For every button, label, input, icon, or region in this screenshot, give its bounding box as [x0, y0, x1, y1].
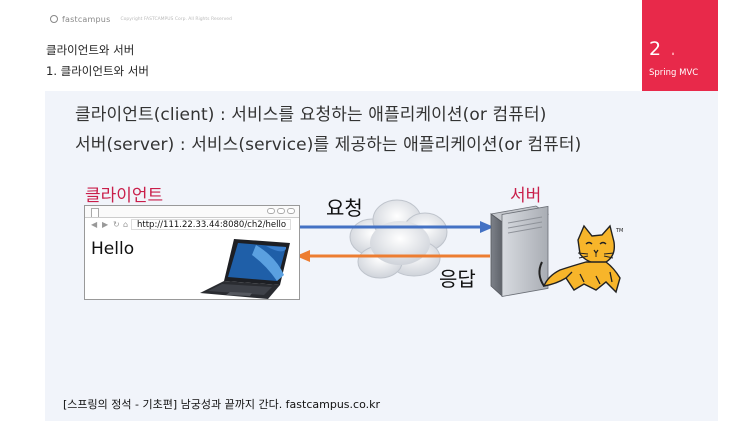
request-label: 요청: [326, 196, 363, 220]
chapter-name: Spring MVC: [649, 68, 699, 78]
logo-copyright: Copyright FASTCAMPUS Corp. All Rights Re…: [120, 16, 232, 22]
server-tower-icon: [490, 205, 550, 297]
slide-section-title: 클라이언트와 서버: [46, 43, 135, 57]
home-icon[interactable]: ⌂: [123, 220, 129, 229]
minimize-icon[interactable]: [267, 208, 275, 214]
address-url: http://111.22.33.44:8080/ch2/hello: [137, 220, 287, 230]
back-icon[interactable]: ◀: [91, 220, 98, 229]
fastcampus-logo: fastcampus Copyright FASTCAMPUS Corp. Al…: [50, 14, 232, 24]
browser-window: ◀ ▶ ↻ ⌂ http://111.22.33.44:8080/ch2/hel…: [84, 205, 300, 300]
laptop-icon: [200, 239, 290, 299]
maximize-icon[interactable]: [277, 208, 285, 214]
request-arrow: [300, 221, 494, 233]
internet-cloud-icon: [349, 199, 448, 279]
browser-nav-bar: ◀ ▶ ↻ ⌂: [85, 218, 299, 231]
page-content-text: Hello: [91, 239, 135, 259]
logo-text: fastcampus: [62, 14, 111, 24]
address-bar[interactable]: [131, 219, 291, 230]
browser-tab-bar: [85, 206, 299, 218]
client-label: 클라이언트: [85, 186, 164, 206]
footer-text: [스프링의 정석 - 기초편] 남궁성과 끝까지 간다. fastcampus.…: [63, 398, 380, 411]
server-label: 서버: [510, 186, 542, 206]
chapter-number-dot: .: [670, 38, 677, 60]
logo-icon: [50, 15, 58, 23]
response-label: 응답: [439, 267, 476, 291]
server-definition: 서버(server) : 서비스(service)를 제공하는 애플리케이션(o…: [75, 135, 582, 155]
close-icon[interactable]: [287, 208, 295, 214]
slide-subsection-title: 1. 클라이언트와 서버: [46, 64, 149, 78]
response-arrow: [296, 250, 490, 262]
browser-tab[interactable]: [91, 208, 99, 217]
refresh-icon[interactable]: ↻: [113, 220, 120, 229]
client-definition: 클라이언트(client) : 서비스를 요청하는 애플리케이션(or 컴퓨터): [75, 105, 547, 125]
window-controls: [267, 208, 295, 214]
tomcat-cat-icon: [538, 224, 621, 294]
tm-mark: TM: [615, 228, 623, 234]
chapter-number: 2: [649, 38, 662, 60]
forward-icon[interactable]: ▶: [102, 220, 109, 229]
